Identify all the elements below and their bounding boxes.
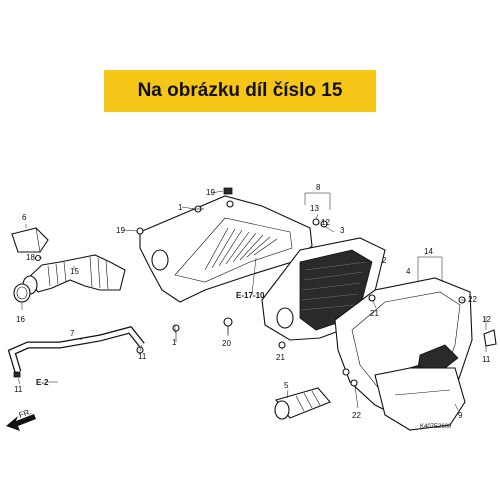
air-cleaner-cover (334, 277, 473, 431)
callout-6: 6 (22, 213, 27, 222)
callout-19-left: 19 (116, 226, 125, 235)
callout-labels: 19 1 19 8 13 12 3 2 14 4 22 12 11 21 21 … (14, 183, 491, 420)
callout-16: 16 (16, 315, 25, 324)
callout-20: 20 (222, 339, 231, 348)
air-cleaner-case-upper (139, 195, 313, 303)
banner-text: Na obrázku díl číslo 15 (137, 80, 343, 101)
callout-10: 11 (482, 355, 491, 364)
callout-2: 2 (382, 256, 387, 265)
callout-3: 3 (340, 226, 345, 235)
callout-22-top: 22 (468, 295, 477, 304)
callout-21-left: 21 (276, 353, 285, 362)
callout-1-top: 1 (178, 203, 183, 212)
callout-12: 12 (321, 218, 330, 227)
callout-14: 14 (424, 247, 433, 256)
front-direction-arrow (6, 414, 36, 431)
callout-18: 18 (26, 253, 35, 262)
connecting-tube (274, 387, 331, 420)
part-number-banner: Na obrázku díl číslo 15 (104, 70, 376, 112)
leader-lines (17, 190, 487, 411)
drain-cap (11, 227, 49, 253)
fasteners (13, 187, 497, 387)
callout-5: 5 (284, 381, 289, 390)
ref-e-17-10: E-17-10 (236, 291, 265, 300)
callout-13: 13 (310, 204, 319, 213)
callout-7: 7 (70, 329, 75, 338)
callout-21-right: 21 (370, 309, 379, 318)
callout-9: 9 (458, 411, 463, 420)
diagram-code: K407E2600 (420, 424, 452, 430)
callout-1-bottom: 1 (172, 338, 177, 347)
callout-19-top: 19 (206, 188, 215, 197)
hose-clamp (13, 283, 31, 303)
callout-8: 8 (316, 183, 321, 192)
callout-22-bottom: 22 (352, 411, 361, 420)
front-label: FR. (18, 407, 33, 420)
callout-11-bottom: 11 (14, 385, 23, 394)
callout-15: 15 (70, 267, 79, 276)
callout-4: 4 (406, 267, 411, 276)
callout-11-mid: 11 (138, 352, 147, 361)
ref-e-2: E-2 (36, 378, 49, 387)
callout-12-right: 12 (482, 315, 491, 324)
drain-tube (7, 326, 145, 374)
